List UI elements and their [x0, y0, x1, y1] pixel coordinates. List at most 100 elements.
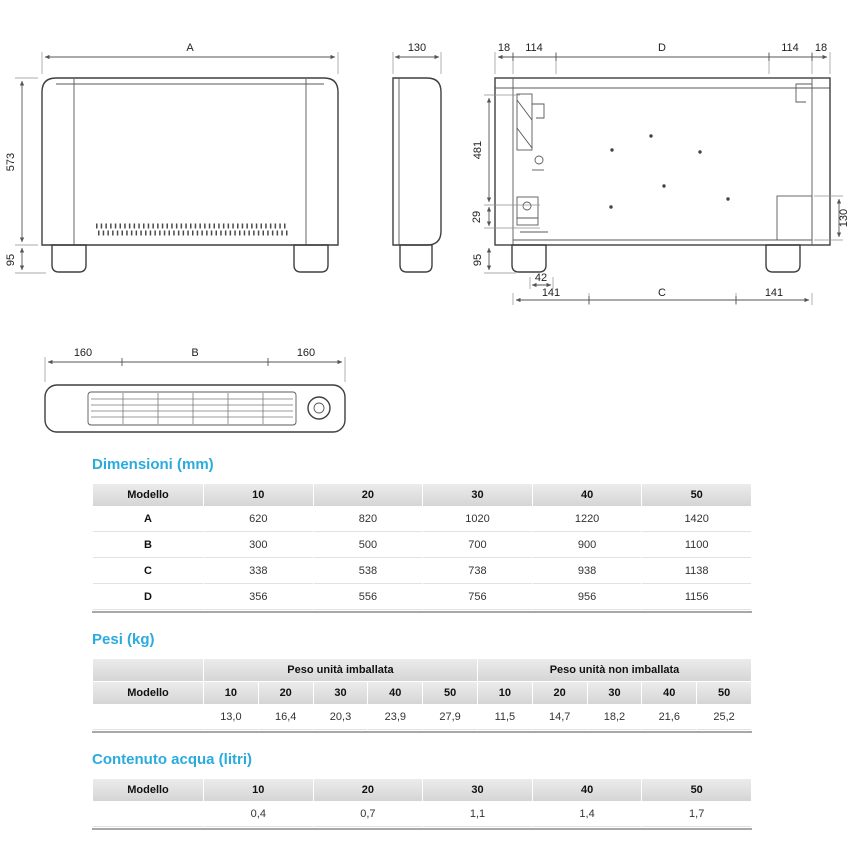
table-header-row: Modello 10 20 30 40 50 — [93, 484, 751, 506]
dimensions-heading: Dimensioni (mm) — [92, 456, 214, 473]
table-header-row: Modello 10 20 30 40 50 — [93, 779, 751, 801]
group-header-unpacked: Peso unità non imballata — [477, 659, 751, 681]
cell: 300 — [204, 533, 313, 558]
group-header-packed: Peso unità imballata — [204, 659, 477, 681]
dim-label-top-18-left: 18 — [498, 42, 510, 54]
empty-header-cell — [93, 659, 203, 681]
col-header-10: 10 — [204, 484, 313, 506]
col-header-20: 20 — [313, 484, 423, 506]
col-header-30: 30 — [423, 484, 532, 506]
dim-label-topview-160-right: 160 — [297, 347, 315, 359]
cell: 1,1 — [423, 802, 532, 827]
cell: 1156 — [642, 585, 751, 610]
cell: 1,7 — [642, 802, 751, 827]
dim-label-right-130: 130 — [838, 209, 850, 227]
table-row-weights: 13,0 16,4 20,3 23,9 27,9 11,5 14,7 18,2 … — [93, 705, 751, 730]
table-row-C: C 338 538 738 938 1138 — [93, 559, 751, 584]
dim-label-bottom-C: C — [658, 287, 666, 299]
dimensions-table: Modello 10 20 30 40 50 A 620 820 1020 12… — [92, 483, 752, 613]
col-header: 20 — [532, 682, 587, 704]
weights-table: Peso unità imballata Peso unità non imba… — [92, 658, 752, 733]
cell: 0,4 — [204, 802, 313, 827]
dim-label-top-114-left: 114 — [525, 42, 543, 54]
dim-label-side-depth: 130 — [408, 42, 426, 54]
empty-cell — [93, 705, 203, 730]
cell: 1220 — [532, 507, 642, 532]
cell: 820 — [313, 507, 423, 532]
cell: 1,4 — [532, 802, 642, 827]
cell: 23,9 — [368, 705, 423, 730]
cell: 338 — [204, 559, 313, 584]
cell: 25,2 — [697, 705, 751, 730]
cell: 500 — [313, 533, 423, 558]
cell: 356 — [204, 585, 313, 610]
table-row-D: D 356 556 756 956 1156 — [93, 585, 751, 610]
dim-label-top-18-right: 18 — [815, 42, 827, 54]
water-content-table: Modello 10 20 30 40 50 0,4 0,7 1,1 1,4 1… — [92, 778, 752, 830]
cell: 1138 — [642, 559, 751, 584]
weights-heading: Pesi (kg) — [92, 631, 155, 648]
col-header: 50 — [423, 682, 477, 704]
front-view-drawing: A 573 95 — [5, 42, 339, 274]
cell: 11,5 — [477, 705, 532, 730]
col-header: 30 — [313, 682, 368, 704]
cell: 1020 — [423, 507, 532, 532]
datasheet-content: Dimensioni (mm) Modello 10 20 30 40 50 A… — [92, 456, 752, 830]
col-header: 10 — [477, 682, 532, 704]
col-header: 50 — [697, 682, 751, 704]
col-header-30: 30 — [423, 779, 532, 801]
cell: 700 — [423, 533, 532, 558]
cell: 938 — [532, 559, 642, 584]
top-view-drawing: 160 B 160 — [44, 347, 346, 433]
cell: 756 — [423, 585, 532, 610]
side-view-drawing: 130 — [392, 42, 442, 273]
col-header: 40 — [368, 682, 423, 704]
col-header-40: 40 — [532, 484, 642, 506]
table-group-header-row: Peso unità imballata Peso unità non imba… — [93, 659, 751, 681]
dim-label-bottom-42: 42 — [535, 272, 547, 284]
col-header-10: 10 — [204, 779, 313, 801]
cell: 20,3 — [313, 705, 368, 730]
dim-label-front-width: A — [186, 42, 194, 54]
row-label: A — [93, 507, 203, 532]
col-header: 10 — [204, 682, 258, 704]
cell: 956 — [532, 585, 642, 610]
dim-label-front-height: 573 — [5, 153, 17, 171]
cell: 620 — [204, 507, 313, 532]
dim-label-top-D: D — [658, 42, 666, 54]
technical-drawings: A 573 95 130 — [5, 42, 850, 433]
cell: 1420 — [642, 507, 751, 532]
cell: 900 — [532, 533, 642, 558]
internal-view-drawing: 18 114 D 114 18 481 29 95 130 4 — [471, 42, 850, 305]
col-header-20: 20 — [313, 779, 423, 801]
table-header-row: Modello 10 20 30 40 50 10 20 30 40 50 — [93, 682, 751, 704]
col-header-modello: Modello — [93, 779, 203, 801]
col-header-40: 40 — [532, 779, 642, 801]
internal-components — [516, 83, 813, 241]
cell: 18,2 — [587, 705, 642, 730]
col-header: 40 — [642, 682, 697, 704]
table-row-B: B 300 500 700 900 1100 — [93, 533, 751, 558]
cell: 738 — [423, 559, 532, 584]
cell: 16,4 — [258, 705, 313, 730]
col-header-modello: Modello — [93, 484, 203, 506]
col-header: 20 — [258, 682, 313, 704]
dim-label-left-95: 95 — [472, 254, 484, 266]
dim-label-topview-B: B — [191, 347, 198, 359]
cell: 556 — [313, 585, 423, 610]
cell: 27,9 — [423, 705, 477, 730]
cell: 13,0 — [204, 705, 258, 730]
dim-label-topview-160-left: 160 — [74, 347, 92, 359]
cell: 538 — [313, 559, 423, 584]
row-label: B — [93, 533, 203, 558]
row-label: C — [93, 559, 203, 584]
col-header-50: 50 — [642, 484, 751, 506]
dim-label-top-114-right: 114 — [781, 42, 799, 54]
cell: 14,7 — [532, 705, 587, 730]
col-header: 30 — [587, 682, 642, 704]
dim-label-bottom-141-left: 141 — [542, 287, 560, 299]
table-row-water: 0,4 0,7 1,1 1,4 1,7 — [93, 802, 751, 827]
cell: 21,6 — [642, 705, 697, 730]
row-label: D — [93, 585, 203, 610]
cell: 1100 — [642, 533, 751, 558]
